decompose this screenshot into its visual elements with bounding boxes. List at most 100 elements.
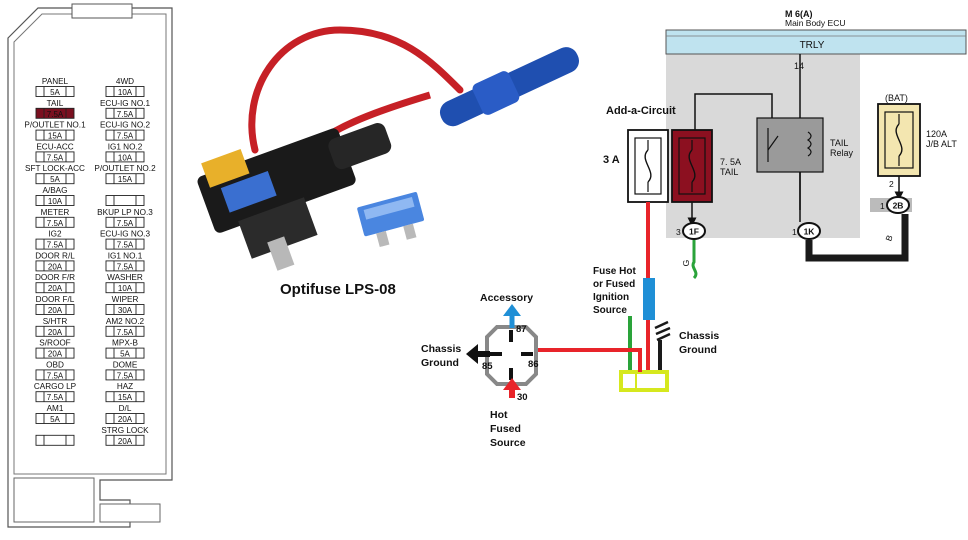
fuse-name-right: WASHER — [107, 273, 143, 282]
fuse-name-left: SFT LOCK-ACC — [25, 164, 85, 173]
hot-fused-label: Source — [490, 437, 526, 449]
bat-pin: 2 — [889, 179, 894, 189]
fuse-name-left: P/OUTLET NO.1 — [24, 121, 86, 130]
pin-14: 14 — [794, 61, 804, 71]
fuse-amp-left: 20A — [48, 262, 63, 271]
add-a-circuit-amp: 3 A — [603, 154, 620, 166]
chassis-ground-right: Ground — [679, 344, 717, 356]
fuse-name-left: ECU-ACC — [36, 142, 73, 151]
fuse-slot — [105, 325, 145, 337]
fuse-name-left: DOOR F/R — [35, 273, 75, 282]
fuse-amp-left: 15A — [48, 132, 63, 141]
fuse-slot — [105, 347, 145, 359]
fuse-amp-right: 7.5A — [117, 328, 134, 337]
fuse-slot — [35, 86, 75, 97]
fuse-slot — [105, 107, 145, 119]
fuse-slot — [35, 260, 75, 272]
relay-wiring — [466, 202, 671, 398]
add-a-circuit-fuse — [627, 129, 669, 203]
pin-85: 85 — [482, 361, 493, 372]
fuse-slot — [35, 391, 75, 403]
fuse-slot — [35, 151, 75, 163]
fuse-name-left: OBD — [46, 360, 64, 369]
fuse-amp-left: 5A — [50, 88, 60, 97]
connector-1f — [682, 222, 706, 240]
hot-fused-label: Fused — [490, 423, 521, 435]
connector-1f-pin: 3 — [676, 227, 681, 237]
wire-g-label: G — [681, 260, 691, 267]
fuse-slot — [105, 86, 145, 97]
fuse-slot — [105, 238, 145, 250]
relay-label-1: TAIL — [830, 138, 848, 148]
add-a-circuit-title: Add-a-Circuit — [606, 105, 676, 117]
bat-name: J/B ALT — [926, 139, 957, 149]
fuse-amp-left: 7.5A — [47, 393, 64, 402]
fuse-name-left: AM1 — [47, 404, 64, 413]
ecu-subtitle: Main Body ECU — [785, 18, 845, 28]
fuse-name-right: AM2 NO.2 — [106, 317, 145, 326]
fuse-name-right: WIPER — [112, 295, 139, 304]
fuse-amp-right: 10A — [118, 153, 133, 162]
fuse-name-right: ECU-IG NO.2 — [100, 121, 150, 130]
fuse-amp-left: 20A — [48, 284, 63, 293]
connector-1k-pin: 1 — [792, 227, 797, 237]
fuse-amp-left: 5A — [50, 415, 60, 424]
pin-87: 87 — [516, 324, 527, 335]
fuse-amp-left: 5A — [50, 175, 60, 184]
fuse-slot — [35, 282, 75, 294]
fuse-name-left: DOOR F/L — [36, 295, 75, 304]
connector-1f-code: 1F — [689, 227, 699, 237]
fuse-amp-left: 10A — [48, 197, 63, 206]
fuse-name-right: MPX-B — [112, 339, 138, 348]
fuse-slot — [35, 369, 75, 381]
fuse-amp-right: 15A — [118, 393, 133, 402]
fuse-name-right: DOME — [113, 360, 138, 369]
fuse-name-left: DOOR R/L — [35, 251, 75, 260]
pin-30: 30 — [517, 392, 528, 403]
fuse-amp-left: 20A — [48, 328, 63, 337]
fuse-name-right: 4WD — [116, 77, 134, 86]
fuse-name-right: BKUP LP NO.3 — [97, 208, 153, 217]
connector-2b — [886, 196, 910, 214]
connector-2b-code: 2B — [893, 201, 904, 211]
connector-2b-pin: 1 — [880, 201, 885, 211]
fuse-hot-label: Source — [593, 305, 627, 316]
tail-fuse — [671, 129, 713, 203]
fuse-slot — [35, 347, 75, 359]
fuse-slot — [35, 173, 75, 185]
fuse-name-right: STRG LOCK — [101, 426, 149, 435]
fuse-name-right: D/L — [119, 404, 132, 413]
fuse-name-left: A/BAG — [42, 186, 67, 195]
connector-1k-code: 1K — [804, 227, 816, 237]
chassis-ground-left: Ground — [421, 357, 459, 369]
fuse-name-right: P/OUTLET NO.2 — [94, 164, 156, 173]
fuse-name-right: ECU-IG NO.3 — [100, 230, 150, 239]
fuse-name-right: IG1 NO.2 — [108, 142, 143, 151]
fuse-slot — [105, 151, 145, 163]
fuse-amp-right: 7.5A — [117, 371, 134, 380]
fuse-amp-right: 7.5A — [117, 219, 134, 228]
fuse-slot — [105, 413, 145, 424]
fuse-amp-right: 30A — [118, 306, 133, 315]
relay-label-2: Relay — [830, 148, 854, 158]
fuse-amp-left: 7.5A — [47, 153, 64, 162]
fuse-amp-right: 20A — [118, 437, 133, 446]
fuse-slot — [35, 413, 75, 424]
fuse-slot — [105, 304, 145, 315]
fuse-slot — [35, 195, 75, 206]
fuse-amp-right: 15A — [118, 175, 133, 184]
fuse-name-left: TAIL — [47, 99, 64, 108]
bat-fuse — [877, 103, 921, 177]
tail-fuse-amp: 7. 5A — [720, 157, 741, 167]
bat-label: (BAT) — [885, 93, 908, 103]
fuse-slot — [105, 369, 145, 381]
fuse-name-right: ECU-IG NO.1 — [100, 99, 150, 108]
fuse-amp-right: 5A — [120, 350, 130, 359]
optifuse-photo — [190, 10, 595, 282]
fuse-slot — [35, 216, 75, 228]
fuse-hot-label: or Fused — [593, 279, 635, 290]
fuse-slot — [105, 195, 145, 206]
